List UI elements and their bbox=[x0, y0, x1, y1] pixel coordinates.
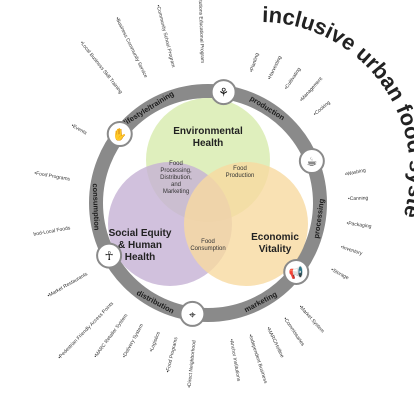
overlap-es-1: Food bbox=[169, 161, 183, 167]
svg-text:⚘: ⚘ bbox=[218, 86, 229, 100]
production-item-4: •Cooking bbox=[312, 100, 331, 118]
econ-label-line-2: Vitality bbox=[259, 244, 292, 255]
consumption-item-0: •Market Restaurants bbox=[46, 271, 89, 299]
overlap-social-econ: Food Consumption bbox=[190, 239, 225, 252]
svg-text:✋: ✋ bbox=[112, 128, 127, 142]
processing-item-1: •Canning bbox=[348, 195, 369, 202]
stage-icons: ⚘ ☕ 📢 ⌖ ☥ ✋ bbox=[96, 79, 325, 327]
consumption-item-1: bod-Local Foods bbox=[33, 225, 71, 237]
marketing-item-0: •Market System bbox=[297, 304, 325, 334]
lifestyle-item-0: •Local Business Skill Training bbox=[79, 40, 124, 95]
consumption-item-2: •Food Programs bbox=[34, 170, 71, 182]
econ-label: Economic Vitality bbox=[251, 232, 299, 255]
marketing-item-2: •MARC/Hotline bbox=[265, 326, 285, 359]
social-label: Social Equity & Human Health bbox=[109, 228, 172, 263]
lifestyle-item-2: •Community School Program bbox=[155, 4, 176, 68]
distribution-item-0: •Direct Neighborhood bbox=[187, 340, 198, 388]
overlap-ee-1: Food bbox=[233, 166, 247, 172]
lifestyle-item-1: •Business Community Service bbox=[114, 16, 149, 79]
distribution-item-5: •Pedestrian Friendly Access Points bbox=[57, 301, 115, 361]
overlap-se-1: Food bbox=[201, 239, 215, 245]
processing-item-4: •Storage bbox=[330, 267, 350, 281]
env-label-line-2: Health bbox=[193, 138, 224, 149]
stage-label-4: consumption bbox=[91, 183, 102, 231]
distribution-item-1: •Food Programs bbox=[165, 336, 179, 373]
plant-icon: ⚘ bbox=[210, 79, 237, 106]
megaphone-icon: 📢 bbox=[283, 258, 310, 285]
production-item-0: •Planting bbox=[249, 52, 261, 73]
overlap-es-5: Marketing bbox=[163, 189, 189, 195]
overlap-es-2: Processing, bbox=[160, 168, 192, 174]
overlap-env-social: Food Processing, Distribution, and Marke… bbox=[160, 161, 192, 195]
env-label: Environmental Health bbox=[173, 126, 243, 149]
overlap-es-3: Distribution, bbox=[160, 175, 192, 181]
svg-text:☕: ☕ bbox=[306, 155, 317, 169]
cycle-ring bbox=[89, 84, 327, 322]
svg-text:☥: ☥ bbox=[105, 249, 114, 263]
marketing-item-4: •Anchor Institutions bbox=[228, 339, 241, 383]
processing-item-3: •Inventory bbox=[340, 244, 364, 257]
consumption-item-3: •Events bbox=[70, 123, 88, 137]
circle-economic bbox=[184, 162, 308, 286]
social-label-line-2: & Human bbox=[118, 240, 162, 251]
processing-item-2: •Packaging bbox=[346, 221, 372, 230]
production-item-3: •Management bbox=[299, 76, 325, 103]
social-label-line-3: Health bbox=[125, 252, 156, 263]
location-icon: ⌖ bbox=[179, 300, 206, 327]
basket-icon: ☕ bbox=[298, 148, 325, 175]
distribution-item-3: •Delivery System bbox=[122, 323, 146, 359]
env-label-line-1: Environmental bbox=[173, 126, 243, 137]
svg-text:⌖: ⌖ bbox=[189, 307, 196, 321]
marketing-item-1: •Commissaries bbox=[282, 316, 306, 347]
overlap-es-4: and bbox=[171, 182, 181, 188]
social-label-line-1: Social Equity bbox=[109, 228, 172, 239]
svg-text:📢: 📢 bbox=[289, 265, 304, 279]
marketing-item-3: •Independent Business bbox=[247, 334, 269, 385]
overlap-ee-2: Production bbox=[226, 173, 255, 179]
lifestyle-item-3: •Anchor Institutions Educational Program bbox=[196, 0, 205, 63]
handshake-icon: ✋ bbox=[106, 121, 133, 148]
processing-item-0: •Washing bbox=[345, 168, 367, 178]
production-item-2: •Cultivating bbox=[284, 66, 303, 90]
production-item-1: •Harvesting bbox=[267, 55, 284, 81]
overlap-se-2: Consumption bbox=[190, 246, 225, 252]
distribution-item-2: •Logistics bbox=[149, 330, 162, 352]
overlap-env-econ: Food Production bbox=[226, 166, 255, 179]
utensils-icon: ☥ bbox=[96, 242, 123, 269]
econ-label-line-1: Economic bbox=[251, 232, 299, 243]
